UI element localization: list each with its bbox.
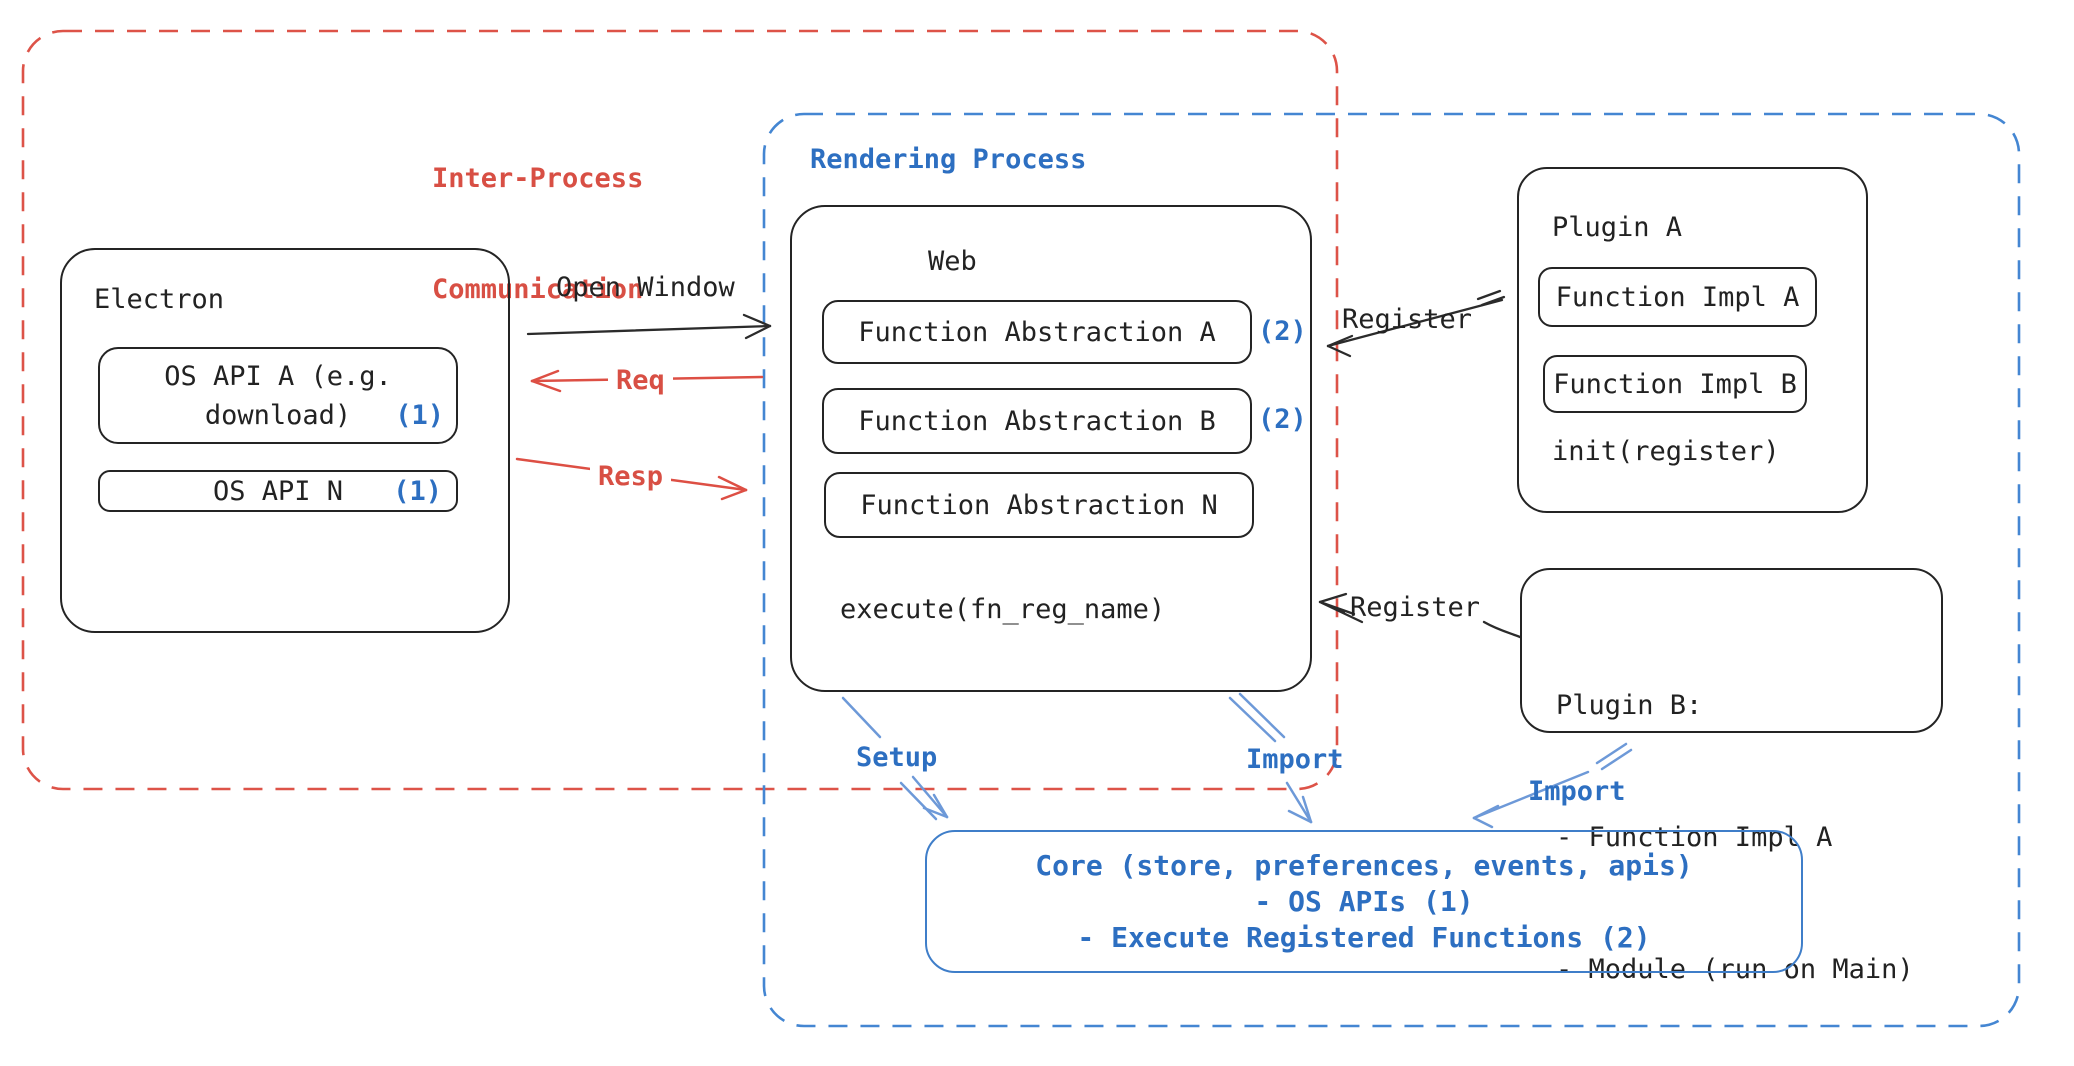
plugin-a-box [1517,167,1868,513]
core-line2: - OS APIs (1) [1254,884,1474,918]
open-window-label: Open Window [556,272,735,303]
function-abstraction-b-box: Function Abstraction B [822,388,1252,454]
rendering-region-label: Rendering Process [810,144,1087,175]
setup-arrow [841,696,949,821]
function-impl-b-box: Function Impl B [1543,355,1807,413]
import-web-label: Import [1246,744,1344,775]
import-plugin-arrow [1472,742,1633,829]
electron-title: Electron [94,284,225,315]
ipc-region-label: Inter-Process Communication [432,163,644,305]
function-abstraction-b-label: Function Abstraction B [858,405,1216,437]
function-impl-a-box: Function Impl A [1538,267,1817,327]
electron-box [60,248,510,633]
function-abstraction-a-box: Function Abstraction A [822,300,1252,364]
rendering-region-outline [762,112,2021,1028]
init-register-label: init(register) [1552,436,1780,467]
open-window-arrow [526,313,772,340]
function-abstraction-a-ref: (2) [1258,316,1307,347]
function-abstraction-a-label: Function Abstraction A [858,316,1216,348]
register-b-label: Register [1350,592,1481,623]
core-line3: - Execute Registered Functions (2) [1077,920,1651,954]
os-api-a-line1: OS API A (e.g. [164,360,392,392]
import-web-arrow [1228,692,1313,824]
os-api-a-box: OS API A (e.g. download) (1) [98,347,458,444]
register-a-label: Register [1342,304,1473,335]
function-impl-a-label: Function Impl A [1555,281,1800,313]
ipc-region-outline [21,29,1339,791]
plugin-b-line3: - Module (run on Main) [1556,954,1914,985]
function-impl-b-label: Function Impl B [1553,368,1797,400]
function-abstraction-n-box: Function Abstraction N [824,472,1254,538]
os-api-n-box: OS API N (1) [98,470,458,512]
os-api-a-line2: download) [204,399,352,431]
core-line1: Core (store, preferences, events, apis) [1035,848,1693,882]
os-api-a-ref: (1) [395,399,444,431]
register-b-arrow [1318,592,1522,639]
resp-label: Resp [590,463,672,490]
plugin-a-title: Plugin A [1552,212,1683,243]
plugin-b-box [1520,568,1943,733]
register-a-arrow [1326,289,1506,358]
os-api-n-label: OS API N [212,475,344,507]
function-abstraction-b-ref: (2) [1258,404,1307,435]
web-title: Web [928,246,977,277]
core-box: Core (store, preferences, events, apis) … [925,830,1803,973]
req-label: Req [608,367,673,394]
os-api-n-ref: (1) [393,475,442,507]
plugin-b-line1: Plugin B: [1556,690,1703,721]
setup-label: Setup [856,742,938,773]
function-abstraction-n-label: Function Abstraction N [860,489,1218,521]
execute-label: execute(fn_reg_name) [840,594,1166,625]
import-plugin-label: Import [1528,776,1626,807]
web-box [790,205,1312,692]
